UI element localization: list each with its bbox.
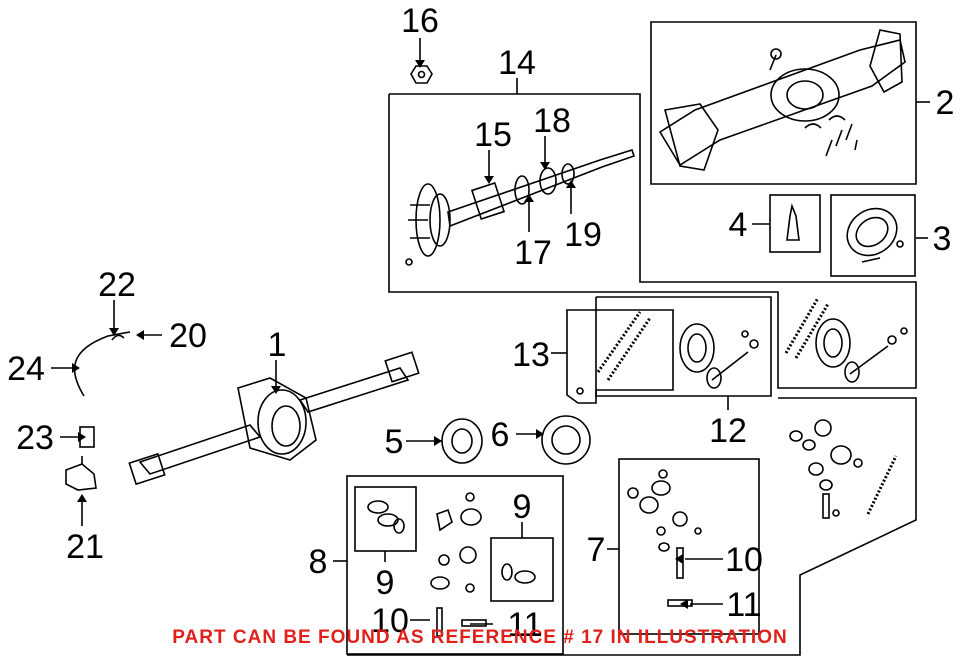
callout-4: 4 <box>729 206 748 244</box>
callout-11-right: 11 <box>726 586 761 624</box>
reference-notice: PART CAN BE FOUND AS REFERENCE # 17 IN I… <box>172 627 788 648</box>
overhaul-kit-part <box>789 419 863 519</box>
callout-8: 8 <box>309 543 328 581</box>
axle-assembly-part <box>128 351 420 486</box>
callout-9-right: 9 <box>513 488 532 526</box>
box-bearing-9b <box>490 537 554 602</box>
callout-3: 3 <box>933 220 952 258</box>
box-diff-case-7 <box>618 458 760 635</box>
callout-13: 13 <box>512 336 550 374</box>
box-axle-housing <box>650 21 917 185</box>
diff-case-5-part <box>436 418 483 464</box>
axle-housing-part <box>658 29 906 171</box>
callout-17: 17 <box>514 234 552 272</box>
callout-19: 19 <box>564 216 602 254</box>
ring-bolts-part <box>596 297 830 381</box>
ring-pinion-part <box>679 318 908 389</box>
diff-internals-7 <box>627 469 702 607</box>
callout-12: 12 <box>709 412 747 450</box>
callout-10-right: 10 <box>725 541 763 579</box>
kit-bolts-part <box>866 455 898 515</box>
box-ring-bolts <box>566 309 674 404</box>
nut-part <box>410 65 433 84</box>
diff-internals-8 <box>367 492 536 637</box>
callout-18: 18 <box>533 102 571 140</box>
callout-24: 24 <box>7 350 45 388</box>
callout-14: 14 <box>498 44 536 82</box>
callout-6: 6 <box>491 416 510 454</box>
axle-shaft-part <box>405 149 636 266</box>
callout-22: 22 <box>98 266 136 304</box>
box-ring-pinion <box>595 296 772 397</box>
box-overhaul-kit <box>347 397 917 656</box>
callout-1: 1 <box>268 326 287 364</box>
box-axle-shaft <box>388 93 917 389</box>
callout-21: 21 <box>66 528 104 566</box>
box-cover <box>830 194 916 277</box>
sensor-wiring-part <box>65 331 131 491</box>
callout-7: 7 <box>587 531 606 569</box>
box-diff-case-8 <box>346 475 564 655</box>
callout-9-left: 9 <box>376 564 395 602</box>
callout-2: 2 <box>936 84 955 122</box>
diff-cover-part <box>846 207 904 263</box>
sealant-tube-part <box>786 203 800 241</box>
callout-23: 23 <box>16 419 54 457</box>
callout-15: 15 <box>474 116 512 154</box>
callout-16: 16 <box>401 2 439 40</box>
callout-20: 20 <box>169 317 207 355</box>
diff-case-6-part <box>541 415 591 465</box>
box-bearing-9a <box>354 486 417 552</box>
box-sealant <box>769 194 821 253</box>
callout-10-left: 10 <box>371 602 409 640</box>
callout-5: 5 <box>385 423 404 461</box>
callout-11-left: 11 <box>507 606 542 644</box>
